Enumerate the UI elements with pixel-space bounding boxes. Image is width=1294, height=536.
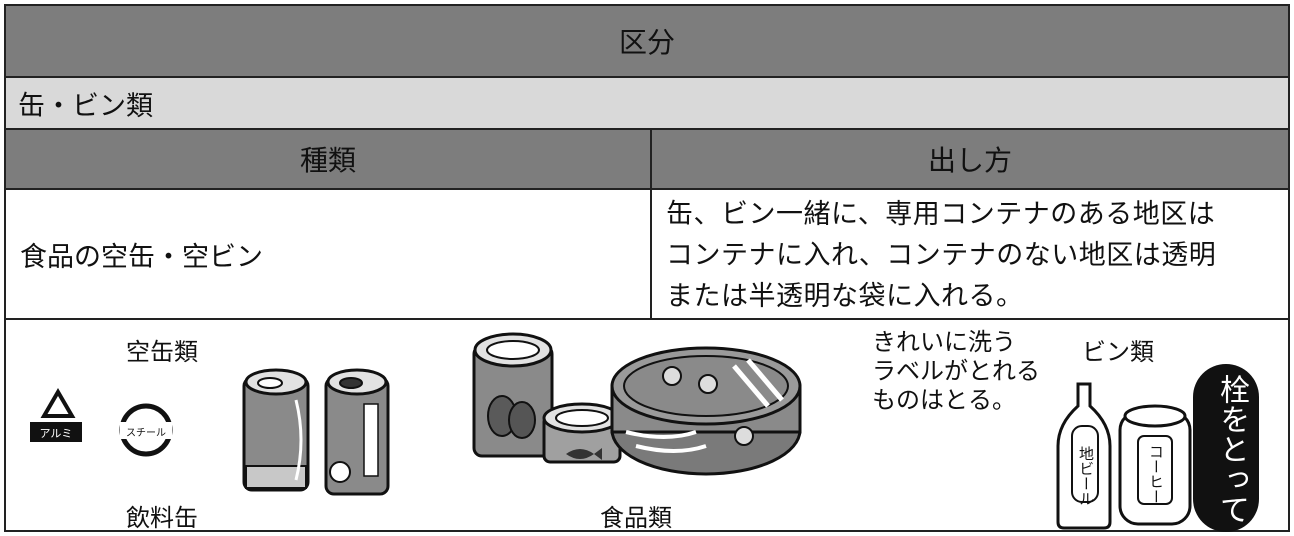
beverage-cans-label: 飲料缶 [126,504,198,532]
header-label: 区分 [618,26,675,59]
beer-bottle-icon [1056,382,1112,530]
method-line-2: コンテナに入れ、コンテナのない地区は透明 [666,240,1217,271]
waste-table: 区分 缶・ビン類 種類 出し方 食品の空缶・空ビン 缶、ビン一緒に、専用コンテナ… [4,4,1290,532]
method-line-3: または半透明な袋に入れる。 [666,281,1024,312]
coffee-bottle-icon [1118,404,1192,526]
cap-note-badge: 栓をとって [1193,364,1259,532]
column-header-row: 種類 出し方 [6,130,1288,190]
bottle-label-coffee: コーヒー [1147,444,1165,504]
illustration-drawing: アルミ スチール [30,332,1192,530]
beverage-can-icon [242,368,310,492]
table-header: 区分 [6,6,1288,78]
note-line-1: きれいに洗う [872,328,1016,356]
aluminum-recycle-icon: アルミ [30,388,82,442]
fish-can-icon [542,402,622,464]
steel-recycle-icon: スチール [119,403,173,457]
bottles-label: ビン類 [1082,338,1154,366]
cap-note-text: 栓をとって [1214,374,1249,524]
item-label: 食品の空缶・空ビン [20,241,263,273]
category-row: 缶・ビン類 [6,78,1288,130]
note-line-2: ラベルがとれる [872,357,1040,385]
data-row: 食品の空缶・空ビン 缶、ビン一緒に、専用コンテナのある地区は コンテナに入れ、コ… [6,190,1288,320]
category-label: 缶・ビン類 [18,90,153,122]
item-cell: 食品の空缶・空ビン [6,190,652,318]
column-header-type: 種類 [6,130,652,188]
food-jar-icon [472,332,554,458]
candy-tin-icon [610,346,802,476]
method-text: 缶、ビン一緒に、専用コンテナのある地区は コンテナに入れ、コンテナのない地区は透… [666,194,1216,317]
bottle-label-beer: 地ビール [1077,446,1095,506]
column-header-method: 出し方 [652,130,1288,188]
note-line-3: ものはとる。 [872,386,1016,414]
method-cell: 缶、ビン一緒に、専用コンテナのある地区は コンテナに入れ、コンテナのない地区は透… [652,190,1288,318]
method-line-1: 缶、ビン一緒に、専用コンテナのある地区は [666,199,1216,230]
steel-can-icon [324,368,390,496]
illustration-row: アルミ スチール [6,320,1288,532]
aluminum-mark-text: アルミ [40,427,73,440]
food-label: 食品類 [600,504,672,532]
empty-cans-label: 空缶類 [126,338,198,366]
steel-mark-text: スチール [126,427,166,439]
column-method-label: 出し方 [927,144,1012,177]
column-type-label: 種類 [299,144,356,177]
cleaning-note: きれいに洗う ラベルがとれる ものはとる。 [872,328,1040,415]
